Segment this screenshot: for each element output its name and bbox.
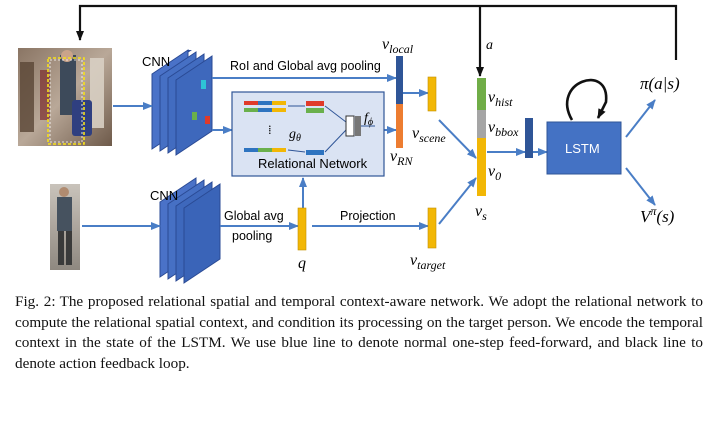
v-bbox-label: vbbox [488,119,519,139]
v-hist-label: vhist [488,89,513,109]
lstm-recurrent-loop [565,78,608,121]
v-rn-label: vRN [390,148,413,168]
v-local-label: vlocal [382,36,414,56]
feedforward-lines [82,74,656,230]
object-pair-row-1 [244,101,324,113]
g-theta-label: gθ [289,127,301,144]
roi-pooling-label: RoI and Global avg pooling [230,59,381,73]
v-s-vector [477,78,486,196]
lstm-label: LSTM [565,141,600,156]
v-0-label: v0 [488,163,501,183]
cnn-bottom-stack [159,177,221,284]
projection-label: Projection [340,209,396,223]
architecture-diagram: CNN CNN [18,4,680,284]
f-phi-output [355,116,361,136]
relational-network-label: Relational Network [258,156,368,171]
global-pooling-label-2: pooling [232,229,272,243]
q-vector [297,207,307,251]
f-phi-label: fϕ [364,111,373,128]
v-local-vector [396,56,403,148]
v-target-label: vtarget [410,252,446,272]
value-label: Vπ(s) [640,204,675,226]
q-label: q [298,255,306,272]
action-feedback-loop [76,4,678,77]
v-scene-vector [427,76,437,112]
figure-caption: Fig. 2:The proposed relational spatial a… [15,292,703,374]
lstm-block [546,121,622,175]
v-bbox-input [525,118,533,158]
cnn-top-label: CNN [142,54,170,69]
global-pooling-label-1: Global avg [224,209,284,223]
object-pair-row-2 [244,148,324,155]
a-label: a [486,38,493,53]
target-person-image [50,184,80,270]
crowd-scene-image [18,48,112,146]
relational-network-panel: ⁞ gθ fϕ Relational Network [231,91,385,177]
caption-label: Fig. 2: [15,293,56,310]
ellipsis-mark: ⁞ [268,122,272,137]
cnn-bottom-label: CNN [150,188,178,203]
v-scene-label: vscene [412,125,446,145]
cnn-top-stack [151,49,213,156]
caption-text: The proposed relational spatial and temp… [15,293,703,372]
v-target-vector [427,207,437,249]
aggregation-node [345,115,355,137]
policy-label: π(a|s) [640,74,680,93]
v-s-label: vs [475,203,487,223]
